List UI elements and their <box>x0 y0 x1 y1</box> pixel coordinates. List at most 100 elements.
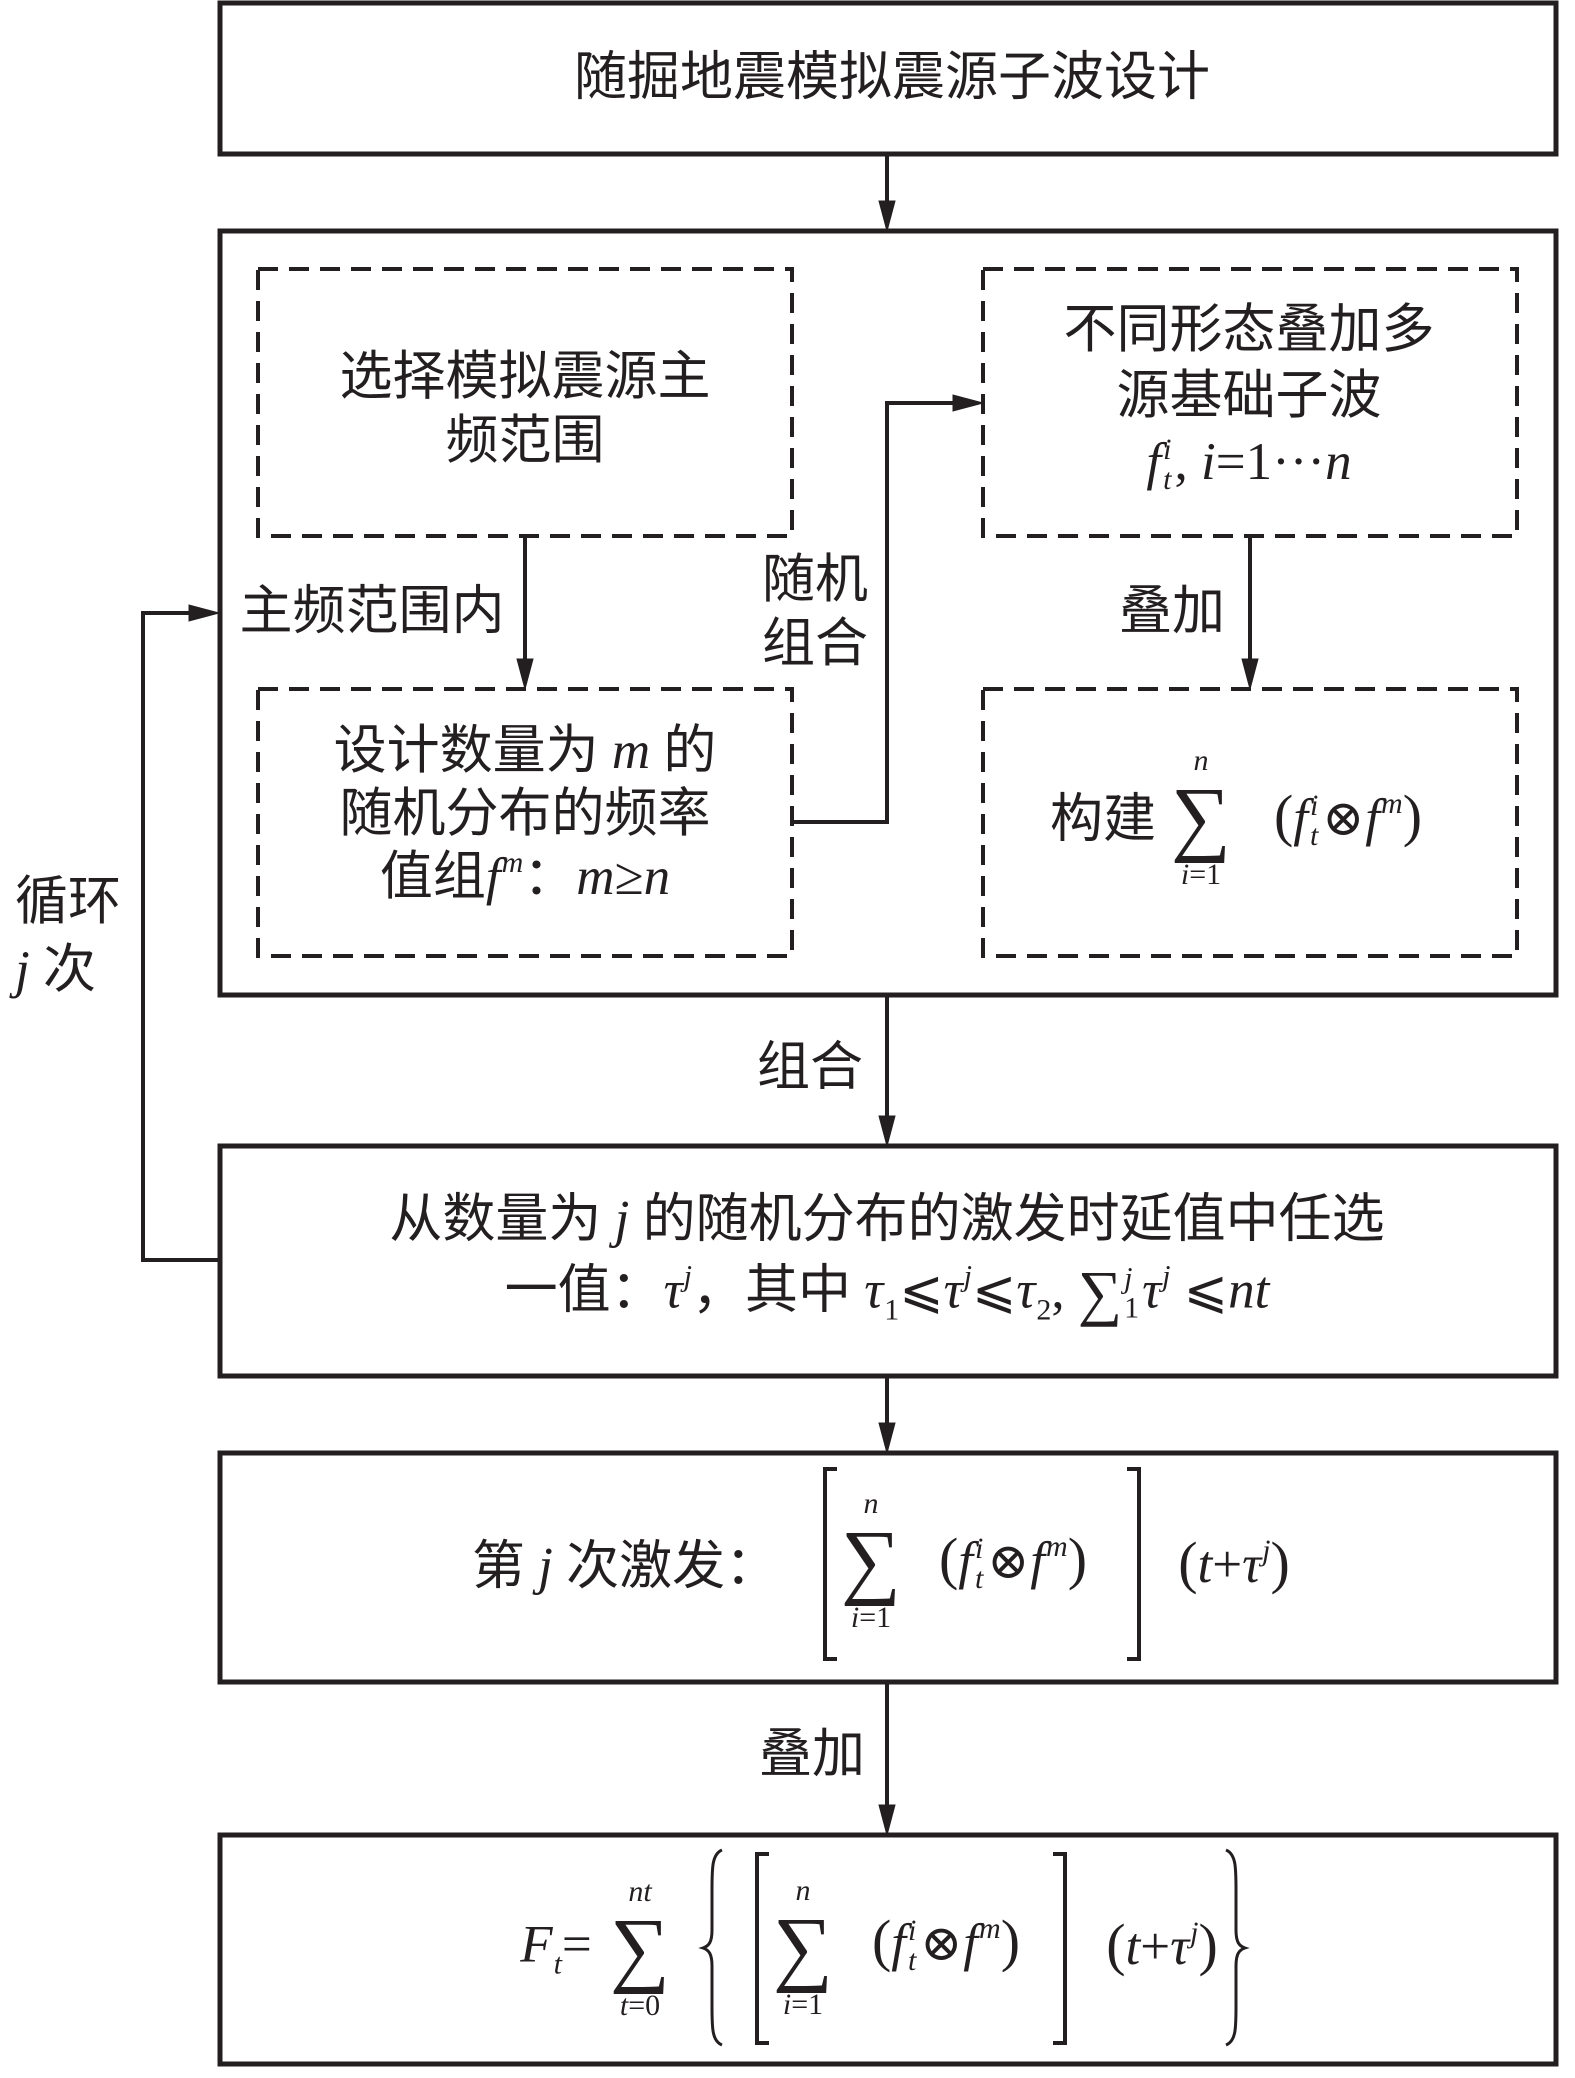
lower-eq: =1 <box>1189 858 1222 891</box>
var-f: f <box>958 1532 974 1591</box>
sum-lower-limit: i=1 <box>851 1601 891 1635</box>
label-combine: 组合 <box>757 1038 863 1097</box>
select-delay-line1-b: 的随机分布的激发时延值中任选 <box>642 1190 1385 1249</box>
var-t: t <box>1125 1918 1141 1976</box>
inner-summation: n ∑ i=1 <box>773 1874 833 2022</box>
base-wavelets-line2: 源基础子波 <box>1116 367 1382 426</box>
var-f: f <box>1365 789 1381 848</box>
var-tau: τ <box>663 1261 683 1320</box>
subscript-t: t <box>553 1947 562 1981</box>
label-loop-line1: 循环 <box>15 873 121 931</box>
right-paren: ) <box>1402 783 1423 849</box>
select-delay-line2-a: 一值： <box>504 1261 664 1320</box>
jth-summation: n ∑ i=1 <box>841 1487 901 1635</box>
sum-lower-limit: t=0 <box>620 1989 660 2023</box>
select-delay-line1: 从数量为 j 的随机分布的激发时延值中任选 <box>389 1190 1385 1249</box>
arrowhead-delay-to-excitation <box>878 1422 896 1455</box>
superscript-j: j <box>1190 1916 1199 1949</box>
label-loop-suffix: 次 <box>42 941 96 999</box>
select-main-freq-line1: 选择模拟震源主 <box>339 348 711 406</box>
comma: , <box>1051 1261 1078 1320</box>
label-within-main-freq: 主频范围内 <box>239 582 505 641</box>
ge-sign: ≥ <box>614 848 644 906</box>
var-j: j <box>614 1190 630 1249</box>
var-tau2: τ <box>1016 1261 1036 1320</box>
superscript-i: i <box>908 1913 917 1947</box>
lower-eq: =0 <box>628 1989 661 2022</box>
var-f: f <box>1146 433 1162 492</box>
right-curly-brace <box>1225 1848 1250 2047</box>
var-tau: τ <box>1142 1261 1162 1320</box>
subscript-t: t <box>908 1943 917 1977</box>
right-paren: ) <box>1067 1526 1088 1592</box>
convolution-operator: ⊗ <box>1322 790 1365 847</box>
plus-sign: + <box>1212 1536 1243 1594</box>
label-random-combine: 随机 组合 <box>762 548 868 676</box>
var-f: f <box>1030 1532 1046 1591</box>
arrowhead-wavelets-to-construct <box>1241 658 1259 691</box>
left-paren: ( <box>1273 783 1294 849</box>
sigma-symbol: ∑ <box>1077 1259 1123 1328</box>
le-sign: ⩽ <box>899 1261 944 1320</box>
sum-upper-limit: n <box>795 1874 811 1907</box>
diagram-title: 随掘地震模拟震源子波设计 <box>574 48 1210 107</box>
jth-label-a: 第 <box>471 1537 525 1596</box>
jth-excitation-label: 第 j 次激发： <box>471 1537 779 1596</box>
superscript-j: j <box>1162 1259 1171 1293</box>
sum-upper-limit: nt <box>628 1875 652 1908</box>
design-freq-group-text: 设计数量为 m 的 随机分布的频率 值组fm：m≥n <box>334 720 717 916</box>
jth-shift-term: (t+τj) <box>1178 1534 1290 1592</box>
outer-summation: nt ∑ t=0 <box>610 1875 670 2023</box>
le-sign: ⩽ <box>1170 1261 1229 1320</box>
design-freq-line3-text: 值组 <box>379 848 486 906</box>
design-freq-line2: 随机分布的频率 <box>339 785 711 843</box>
subscript-t: t <box>1310 818 1319 852</box>
left-square-bracket <box>823 1467 837 1661</box>
right-square-bracket <box>1053 1852 1067 2045</box>
convolution-operator: ⊗ <box>987 1533 1030 1590</box>
subscript-t: t <box>1163 462 1172 496</box>
label-random-combine-line1: 随机 <box>762 551 868 609</box>
le-sign: ⩽ <box>971 1261 1017 1320</box>
var-tau: τ <box>1242 1536 1262 1594</box>
final-shift-term: (t+τj) <box>1106 1916 1218 1974</box>
var-f: f <box>891 1914 907 1973</box>
superscript-m: m <box>1046 1530 1068 1564</box>
var-f: f <box>1293 789 1309 848</box>
superscript-m: m <box>501 846 524 879</box>
jth-label-b: 次激发： <box>566 1537 779 1596</box>
select-delay-line1-a: 从数量为 <box>389 1190 602 1249</box>
sum-lower-1: 1 <box>1124 1291 1140 1325</box>
convolution-operator: ⊗ <box>920 1915 963 1972</box>
arrowhead-group-to-delay <box>878 1115 896 1148</box>
superscript-i: i <box>1163 432 1172 466</box>
arrowhead-random-combine <box>952 394 985 412</box>
var-j: j <box>15 941 30 999</box>
lower-var: i <box>850 1601 860 1634</box>
range-eq: =1··· <box>1215 433 1326 492</box>
sigma-symbol: ∑ <box>841 1514 901 1607</box>
sum-upper-j: j <box>1124 1261 1133 1295</box>
superscript-i: i <box>975 1531 984 1565</box>
separator: , <box>1174 433 1201 492</box>
superscript-m: m <box>1381 787 1403 821</box>
final-lhs: Ft= <box>520 1918 592 1979</box>
left-paren: ( <box>1178 1530 1198 1595</box>
var-tau: τ <box>1170 1918 1190 1976</box>
lower-var: i <box>782 1988 792 2021</box>
var-f: f <box>485 848 501 906</box>
label-superpose-top: 叠加 <box>1119 582 1225 641</box>
left-paren: ( <box>1106 1912 1126 1977</box>
lower-eq: =1 <box>859 1601 892 1634</box>
superscript-i: i <box>1310 788 1319 822</box>
var-j: j <box>538 1537 553 1596</box>
lower-var: i <box>1180 858 1190 891</box>
